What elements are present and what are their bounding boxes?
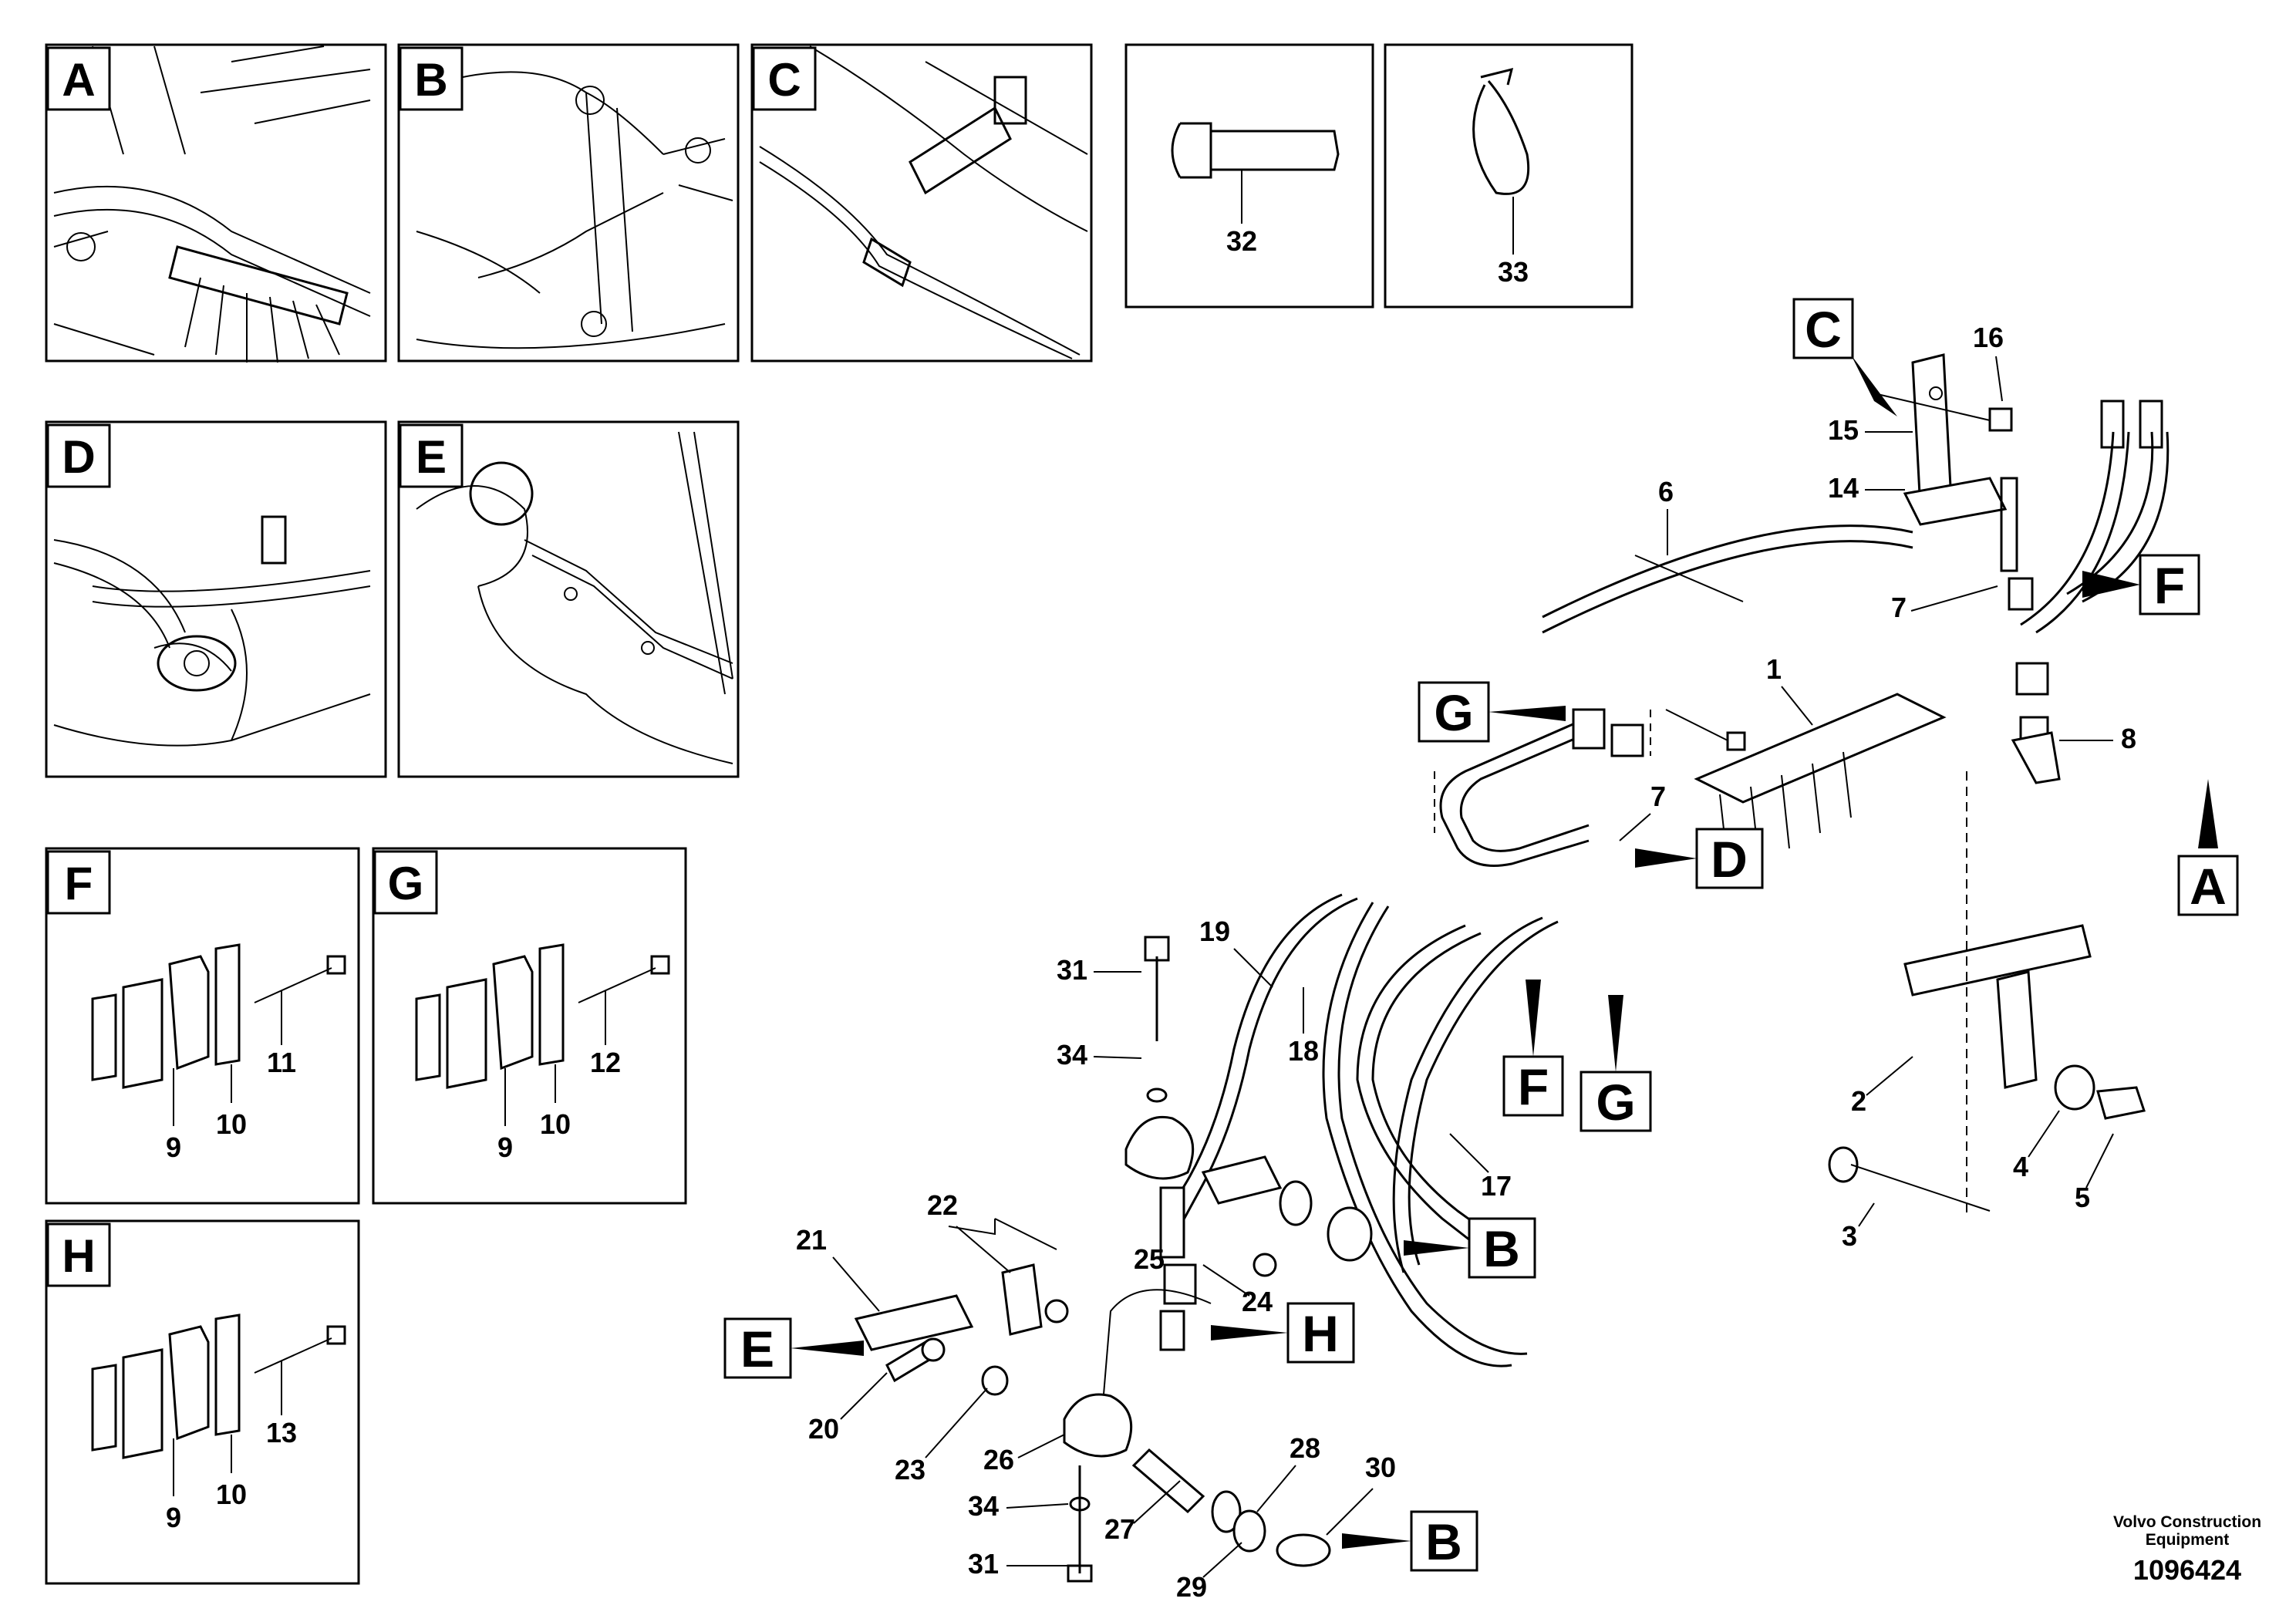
part-callouts: 16 15 14 6 7 1 8 7 19 31 18 34 17 2 4 5 … — [796, 322, 2136, 1603]
callout-7-left: 7 — [1650, 781, 1666, 812]
callout-9-h: 9 — [166, 1502, 181, 1533]
callout-29: 29 — [1176, 1571, 1207, 1603]
callout-27: 27 — [1104, 1513, 1135, 1545]
panel-label-b: B — [414, 54, 447, 106]
callout-11: 11 — [267, 1047, 296, 1078]
panel-label-e: E — [416, 431, 447, 483]
detail-panel-g: G 12 10 9 — [372, 847, 687, 1205]
callout-10-f: 10 — [216, 1108, 247, 1140]
callout-1: 1 — [1766, 653, 1782, 685]
company-name-line2: Equipment — [2146, 1531, 2230, 1549]
detail-panel-c: C — [750, 43, 1093, 363]
panel-label-c: C — [767, 54, 801, 106]
arrow-label-e: E — [740, 1320, 774, 1378]
callout-19: 19 — [1199, 916, 1230, 947]
detail-panel-f: F 11 10 9 — [45, 847, 360, 1205]
callout-10-g: 10 — [540, 1108, 571, 1140]
arrow-label-b-mid: B — [1483, 1220, 1520, 1277]
part-33-panel: 33 — [1384, 43, 1633, 309]
arrow-label-b-bottom: B — [1425, 1513, 1462, 1570]
callout-13: 13 — [266, 1417, 297, 1448]
callout-24: 24 — [1242, 1286, 1273, 1317]
callout-20: 20 — [808, 1413, 839, 1445]
arrow-label-a: A — [2190, 858, 2227, 915]
part-32-panel: 32 — [1124, 43, 1374, 309]
arrow-label-g-bottom: G — [1596, 1074, 1635, 1131]
arrow-label-c: C — [1805, 301, 1842, 358]
company-name-line1: Volvo Construction — [2113, 1513, 2261, 1531]
arrow-label-f-top: F — [2154, 557, 2185, 614]
panel-label-d: D — [62, 431, 95, 483]
callout-7-right: 7 — [1891, 592, 1907, 623]
callout-12: 12 — [590, 1047, 621, 1078]
callout-15: 15 — [1828, 414, 1859, 446]
callout-18: 18 — [1288, 1035, 1319, 1067]
callout-4: 4 — [2013, 1151, 2028, 1182]
callout-34-bottom: 34 — [968, 1490, 999, 1522]
callout-10-h: 10 — [216, 1479, 247, 1510]
callout-6: 6 — [1658, 476, 1674, 508]
callout-2: 2 — [1851, 1085, 1866, 1117]
callout-22: 22 — [927, 1189, 958, 1221]
callout-26: 26 — [983, 1444, 1014, 1475]
callout-14: 14 — [1828, 472, 1859, 504]
callout-16: 16 — [1973, 322, 2004, 353]
callout-9-f: 9 — [166, 1131, 181, 1163]
callout-8: 8 — [2121, 723, 2136, 754]
arrow-label-g-left: G — [1434, 684, 1473, 741]
callout-9-g: 9 — [497, 1131, 513, 1163]
callout-17: 17 — [1481, 1170, 1512, 1202]
callout-31-bottom: 31 — [968, 1548, 999, 1580]
detail-panel-e: E — [397, 420, 740, 778]
arrow-label-d: D — [1711, 831, 1748, 888]
callout-5: 5 — [2075, 1182, 2090, 1213]
panel-label-f: F — [65, 858, 93, 909]
footer: Volvo Construction Equipment 1096424 — [2113, 1513, 2261, 1586]
detail-panel-d: D — [45, 420, 387, 778]
detail-panel-b: B — [397, 43, 740, 363]
callout-32: 32 — [1226, 225, 1257, 257]
callout-33: 33 — [1498, 256, 1529, 288]
detail-panel-h: H 13 10 9 — [45, 1219, 360, 1585]
callout-3: 3 — [1842, 1220, 1857, 1252]
arrow-label-f-bottom: F — [1518, 1058, 1549, 1115]
drawing-number: 1096424 — [2133, 1554, 2241, 1586]
panel-label-a: A — [62, 54, 95, 106]
arrow-label-h: H — [1302, 1305, 1339, 1362]
callout-34-top: 34 — [1057, 1039, 1087, 1071]
detail-panel-a: A — [45, 43, 387, 363]
panel-label-g: G — [388, 858, 424, 909]
callout-23: 23 — [895, 1454, 925, 1485]
callout-31-top: 31 — [1057, 954, 1087, 986]
main-assembly — [854, 353, 2170, 1583]
view-arrows: C F G D A F G B H E — [723, 298, 2239, 1572]
callout-30: 30 — [1365, 1452, 1396, 1483]
callout-21: 21 — [796, 1224, 827, 1256]
callout-25: 25 — [1134, 1243, 1165, 1275]
callout-28: 28 — [1290, 1432, 1320, 1464]
panel-label-h: H — [62, 1230, 95, 1282]
